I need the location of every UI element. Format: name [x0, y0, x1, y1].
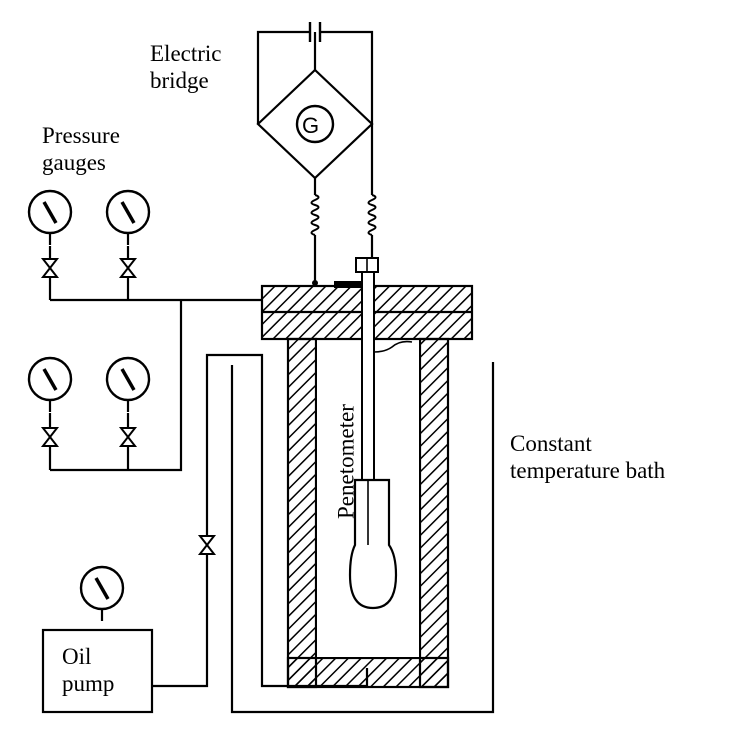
electric-bridge-label-line1: Electric — [150, 41, 222, 66]
electric-bridge-label: Electric bridge — [150, 40, 222, 94]
pressure-gauges-label-line1: Pressure — [42, 123, 120, 148]
pressure-gauges-label: Pressure gauges — [42, 122, 120, 176]
galvanometer — [295, 104, 335, 144]
penetometer-bulb — [348, 478, 398, 610]
oil-pump-label: Oil pump — [62, 643, 114, 697]
valve-icon[interactable] — [199, 535, 215, 555]
valve-icon[interactable] — [120, 258, 136, 278]
pressure-gauge-icon — [79, 565, 125, 623]
galvanometer-label: G — [302, 113, 320, 138]
valve-icon[interactable] — [120, 427, 136, 447]
pressure-gauge-icon — [27, 356, 73, 414]
vessel-bottom — [286, 656, 450, 689]
oil-pump-box — [41, 628, 154, 714]
pressure-gauge-icon — [105, 189, 151, 247]
pressure-gauge-icon — [27, 189, 73, 247]
constant-temperature-bath-label: Constant temperature bath — [510, 430, 665, 484]
coil-icon — [310, 194, 320, 236]
electric-bridge-label-line2: bridge — [150, 68, 209, 93]
bath-label-line2: temperature bath — [510, 458, 666, 483]
gauge-manifold — [50, 298, 262, 472]
vessel-left-wall — [286, 337, 318, 689]
bath-outline — [230, 362, 495, 714]
bath-label-line1: Constant — [510, 431, 592, 456]
coil-icon — [367, 194, 377, 236]
oil-pump-label-line2: pump — [62, 671, 115, 696]
pressure-gauge-icon — [105, 356, 151, 414]
valve-icon[interactable] — [42, 258, 58, 278]
penetometer-label: Penetometer — [333, 404, 359, 519]
valve-icon[interactable] — [42, 427, 58, 447]
oil-pump-label-line1: Oil — [62, 644, 92, 669]
vessel-right-wall — [418, 337, 450, 689]
pressure-gauges-label-line2: gauges — [42, 150, 106, 175]
